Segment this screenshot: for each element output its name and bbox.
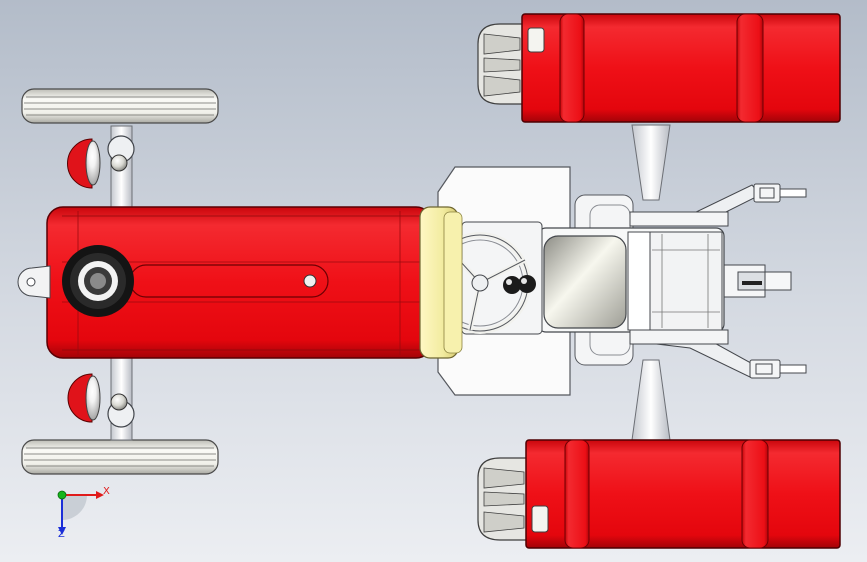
exhaust-stack	[62, 245, 134, 317]
axis-triad-icon[interactable]	[57, 490, 104, 535]
axis-x-label: X	[103, 486, 110, 497]
rear-wheel-bottom[interactable]	[477, 439, 841, 549]
front-tow-hook[interactable]	[17, 265, 51, 299]
driver-seat[interactable]	[543, 235, 627, 329]
rear-wheel-top[interactable]	[477, 13, 841, 123]
front-wheel-top[interactable]	[21, 88, 219, 124]
axis-z-label: Z	[58, 529, 65, 540]
gear-lever-knobs[interactable]	[503, 275, 536, 294]
steering-console[interactable]	[429, 221, 543, 335]
headlamp-top	[67, 138, 101, 189]
front-wheel-bottom[interactable]	[21, 439, 219, 475]
three-point-hitch[interactable]	[638, 183, 807, 379]
rear-axle[interactable]	[631, 124, 671, 441]
headlamp-bottom	[67, 373, 101, 423]
grille-trim	[419, 206, 463, 359]
